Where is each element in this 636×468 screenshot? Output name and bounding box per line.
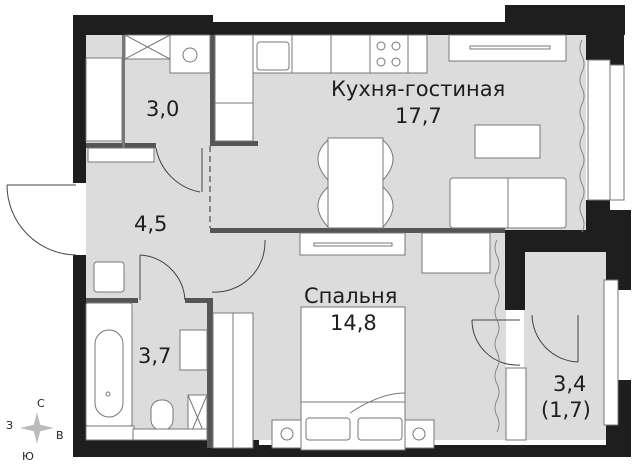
room-area-hallway: 4,5: [134, 212, 168, 236]
wardrobe-storage: [85, 34, 211, 163]
room-area-balcony-reduced: (1,7): [541, 398, 591, 422]
bathroom-fixtures: [85, 302, 208, 441]
curtains: [494, 39, 585, 433]
dining-chairs: [317, 138, 394, 229]
kitchen-counters: [214, 34, 567, 229]
windows: [505, 59, 625, 441]
room-name-kitchen-living: Кухня-гостиная: [331, 77, 506, 101]
room-area-kitchen-living: 17,7: [395, 104, 442, 128]
compass-east: В: [56, 429, 64, 442]
room-area-bathroom: 3,7: [138, 344, 172, 368]
room-name-bedroom: Спальня: [304, 284, 398, 308]
partitions: [86, 35, 505, 448]
compass-icon: [20, 412, 54, 444]
hallway-cabinet: [93, 261, 125, 293]
compass-south: Ю: [22, 450, 34, 463]
entrance-door: [6, 184, 77, 256]
room-area-storage: 3,0: [146, 97, 180, 121]
room-area-balcony: 3,4: [553, 372, 587, 396]
compass-north: С: [37, 397, 45, 410]
doors: [139, 147, 579, 366]
bedroom-furniture: [212, 232, 491, 451]
room-area-bedroom: 14,8: [330, 311, 377, 335]
compass-west: З: [6, 419, 14, 432]
